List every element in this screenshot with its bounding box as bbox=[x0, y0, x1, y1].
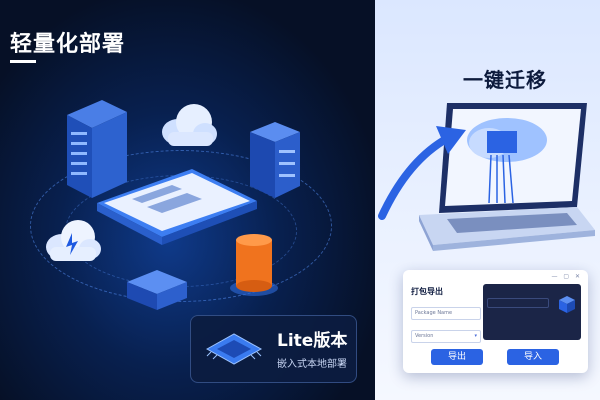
database-icon bbox=[230, 234, 278, 296]
lite-version-badge: Lite版本 嵌入式本地部署 bbox=[190, 315, 357, 383]
left-title: 轻量化部署 bbox=[10, 32, 126, 57]
dashboard-screen-icon bbox=[97, 169, 257, 245]
cloud-logo-icon bbox=[46, 220, 101, 261]
arrow-icon bbox=[378, 126, 466, 220]
package-name-text: Package Name bbox=[415, 310, 453, 316]
right-title: 一键迁移 bbox=[463, 68, 547, 92]
server-rack-icon bbox=[67, 100, 127, 198]
cube-icon bbox=[559, 296, 575, 313]
orbit-ring-outer bbox=[30, 150, 332, 302]
title-underline bbox=[10, 60, 36, 63]
network-box-icon bbox=[127, 270, 187, 310]
import-button[interactable]: 导入 bbox=[507, 349, 559, 365]
chevron-down-icon: ▾ bbox=[474, 333, 477, 339]
export-dialog: — ▢ ✕ 打包导出 Package Name Version ▾ 导出 导入 bbox=[403, 270, 588, 373]
laptop-icon bbox=[419, 103, 595, 251]
export-button[interactable]: 导出 bbox=[431, 349, 483, 365]
preview-select[interactable] bbox=[487, 298, 549, 308]
server-stack-icon bbox=[250, 122, 300, 198]
cloud-icon bbox=[162, 104, 217, 146]
pack-export-label: 打包导出 bbox=[411, 287, 443, 296]
package-name-field[interactable]: Package Name bbox=[411, 307, 481, 320]
badge-subtitle: 嵌入式本地部署 bbox=[277, 359, 347, 370]
preview-panel bbox=[483, 284, 581, 340]
version-text: Version bbox=[415, 333, 434, 339]
window-controls[interactable]: — ▢ ✕ bbox=[551, 273, 582, 280]
panel-left-column: 打包导出 Package Name Version ▾ bbox=[411, 286, 481, 343]
version-field[interactable]: Version ▾ bbox=[411, 330, 481, 343]
chip-icon bbox=[205, 333, 263, 365]
left-section: 轻量化部署 Lite版本 嵌入式本地部署 bbox=[0, 0, 375, 400]
badge-title: Lite版本 bbox=[277, 331, 348, 351]
